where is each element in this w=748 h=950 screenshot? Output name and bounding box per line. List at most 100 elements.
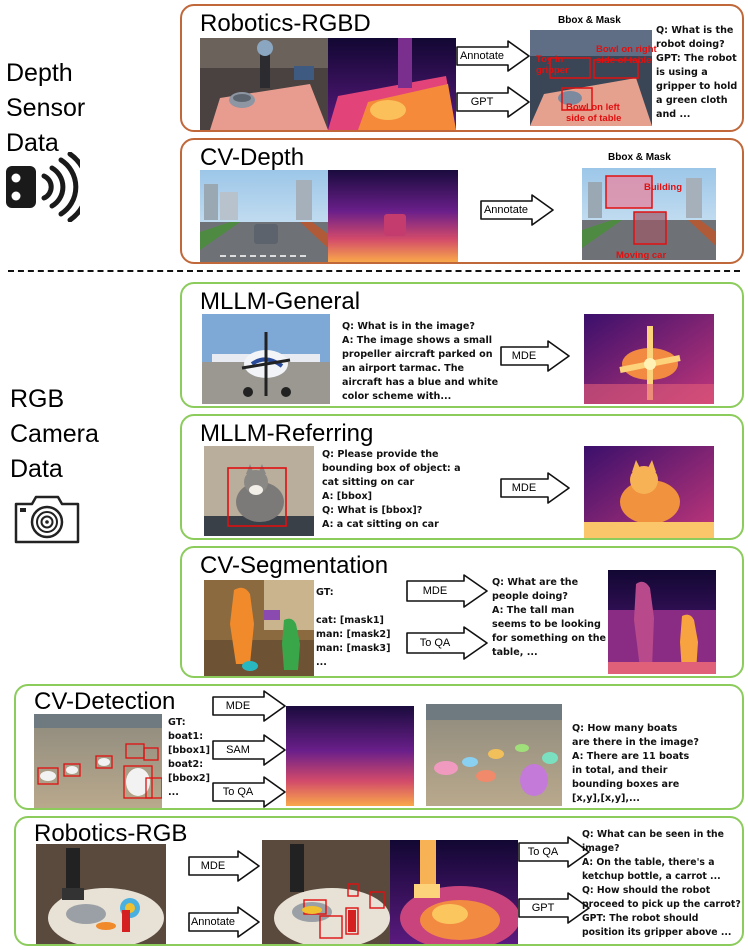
text-line: [bbox1] [168, 745, 210, 756]
arrow-label: Annotate [483, 204, 529, 216]
cv-depth-panel: CV-Depth Annotate Bbox & Mask [180, 138, 744, 264]
text-line: GT: [316, 587, 334, 598]
label-line: Camera [10, 420, 99, 448]
text-line: Q: What are the [492, 577, 579, 588]
rgb-camera-data-label: RGB Camera Data [10, 382, 99, 487]
annotate-arrow: Annotate [456, 40, 530, 72]
beach-depth-image [286, 706, 414, 806]
text-line: image? [582, 843, 620, 854]
text-line: ... [316, 657, 327, 668]
arrow-label: SAM [226, 744, 250, 756]
arrow-label: MDE [422, 585, 448, 597]
annotate-arrow: Annotate [480, 194, 554, 226]
text-line: boat2: [168, 759, 204, 770]
label-line: Data [6, 129, 59, 157]
text-line: A: The tall man [492, 605, 575, 616]
to-qa-arrow: To QA [212, 776, 286, 808]
mde-arrow: MDE [212, 690, 286, 722]
street-depth-image [328, 170, 458, 262]
label-text: Toy in gripper [536, 54, 569, 76]
text-line: bounding boxes are [572, 779, 680, 790]
text-line: A: a cat sitting on car [322, 519, 439, 530]
label-toy-in-gripper: Toy in gripper [536, 54, 586, 76]
text-line: people doing? [492, 591, 568, 602]
label-text: Bowl on left side of table [566, 102, 622, 124]
text-line: table, ... [492, 647, 538, 658]
arrow-label: Annotate [459, 50, 505, 62]
robot-annotated-image [530, 30, 652, 126]
text-line: in total, and their [572, 765, 668, 776]
gt-text: GT: boat1: [bbox1] boat2: [bbox2] ... [168, 716, 228, 800]
kitchen-robot-depth-image [390, 840, 518, 944]
street-annotated-image [582, 168, 716, 260]
label-bowl-right: Bowl on right side of table [596, 44, 658, 66]
text-line: [x,y],[x,y],... [572, 793, 640, 804]
text-line: an airport tarmac. The [342, 363, 465, 374]
text-line: robot doing? [656, 39, 725, 50]
text-line: GPT: The robot [656, 53, 737, 64]
panel-title: CV-Depth [200, 144, 305, 171]
panel-title: MLLM-Referring [200, 420, 374, 447]
aircraft-rgb-image [202, 314, 330, 404]
text-line: Q: What is the [656, 25, 734, 36]
arrow-label: To QA [222, 786, 254, 798]
qa-text: Q: What is the robot doing? GPT: The rob… [656, 24, 742, 122]
mde-arrow: MDE [500, 472, 570, 504]
text-line: GT: [168, 717, 186, 728]
bbox-mask-title: Bbox & Mask [558, 15, 621, 26]
text-line: position its gripper above ... [582, 927, 732, 938]
text-line: a green cloth [656, 95, 728, 106]
qa-text: Q: What can be seen in the image? A: On … [582, 828, 744, 940]
panel-title: CV-Segmentation [200, 552, 389, 579]
qa-text: Q: How many boats are there in the image… [572, 722, 742, 806]
text-line: proceed to pick up the carrot? [582, 899, 741, 910]
kitchen-depth-image [608, 570, 716, 674]
label-moving-car: Moving car [616, 250, 667, 261]
cv-detection-panel: CV-Detection GT: boat1: [bbox1] boat2: [… [14, 684, 744, 810]
text-line: Q: What can be seen in the [582, 829, 724, 840]
text-line: aircraft has a blue and white [342, 377, 499, 388]
robot-depth-image [328, 38, 456, 130]
label-line: Sensor [6, 94, 86, 122]
arrow-label: To QA [527, 846, 559, 858]
text-line: is using a [656, 67, 708, 78]
text-line [316, 600, 406, 614]
text-line: [bbox2] [168, 773, 210, 784]
label-line: Data [10, 455, 63, 483]
text-line: ketchup bottle, a carrot ... [582, 871, 721, 882]
depth-sensor-icon [4, 151, 90, 223]
qa-text: Q: Please provide the bounding box of ob… [322, 448, 492, 532]
mllm-general-panel: MLLM-General Q: What is in the image? A:… [180, 282, 744, 408]
text-line: seems to be looking [492, 619, 601, 630]
text-line: boat1: [168, 731, 204, 742]
cv-segmentation-panel: CV-Segmentation GT: cat: [mask1] man: [m… [180, 546, 744, 678]
aircraft-depth-image [584, 314, 714, 404]
text-line: man: [mask2] [316, 629, 391, 640]
bbox-mask-title: Bbox & Mask [608, 152, 671, 163]
depth-sensor-data-label: Depth Sensor Data [6, 56, 85, 161]
mde-arrow: MDE [188, 850, 260, 882]
gpt-arrow: GPT [518, 892, 590, 924]
arrow-label: Annotate [190, 916, 236, 928]
gpt-arrow: GPT [456, 86, 530, 118]
arrow-label: GPT [531, 902, 555, 914]
label-line: RGB [10, 385, 65, 413]
to-qa-arrow: To QA [518, 836, 590, 868]
arrow-label: To QA [419, 637, 451, 649]
mllm-referring-panel: MLLM-Referring Q: Please provide the bou… [180, 414, 744, 540]
to-qa-arrow: To QA [406, 626, 488, 660]
panel-title: Robotics-RGB [34, 820, 188, 847]
text-line: Q: How should the robot [582, 885, 711, 896]
beach-detection-image [34, 714, 162, 808]
text-line: for something on the [492, 633, 607, 644]
sam-arrow: SAM [212, 734, 286, 766]
section-divider [8, 270, 740, 272]
text-line: GPT: The robot should [582, 913, 699, 924]
robotics-rgbd-panel: Robotics-RGBD Annotate GPT Bbox & Mask [180, 4, 744, 132]
qa-text: Q: What are the people doing? A: The tal… [492, 576, 608, 660]
robotics-rgb-panel: Robotics-RGB MDE Annotate [14, 816, 744, 946]
mde-arrow: MDE [500, 340, 570, 372]
qa-text: Q: What is in the image? A: The image sh… [342, 320, 512, 404]
text-line: cat: [mask1] [316, 615, 384, 626]
text-line: A: [bbox] [322, 491, 373, 502]
